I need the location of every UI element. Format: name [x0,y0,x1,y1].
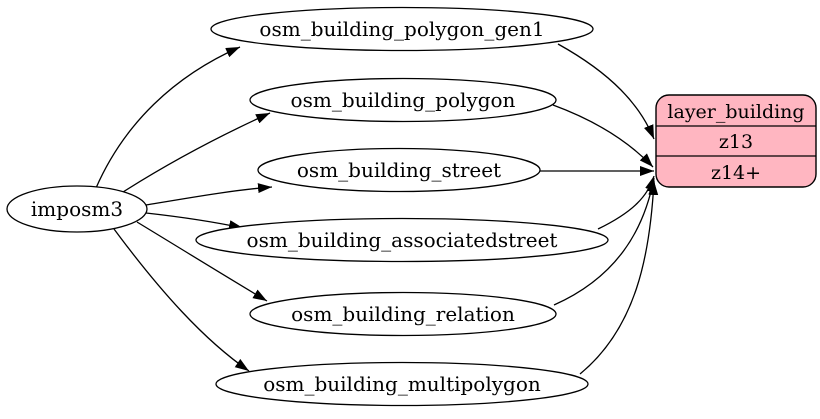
node-layer_building: layer_building z13 z14+ [655,94,817,188]
edge-imposm3-osm_building_polygon [122,112,271,193]
osm_building_polygon-label: osm_building_polygon [291,88,516,112]
edge-imposm3-osm_building_street [145,183,273,206]
layer_building-title: layer_building [667,101,804,123]
osm_building_polygon_gen1-ellipse [210,6,594,52]
imposm3-ellipse [6,185,148,233]
imposm3-label: imposm3 [31,197,123,221]
edge-osm_building_polygon-z14 [552,104,654,168]
edge-osm_building_polygon_gen1-z13 [557,43,655,140]
osm_building_associatedstreet-label: osm_building_associatedstreet [247,228,558,252]
osm_building_multipolygon-ellipse [215,361,589,407]
edge-osm_building_relation-z14 [553,177,657,306]
node-osm_building_polygon_gen1: osm_building_polygon_gen1 [210,6,594,52]
osm_building_associatedstreet-ellipse [195,217,609,263]
osm_building_multipolygon-label: osm_building_multipolygon [263,372,541,396]
osm_building_relation-label: osm_building_relation [291,302,515,326]
edge-osm_building_multipolygon-z14 [579,180,659,375]
edges-source-to-tables [95,46,273,372]
osm_building_street-label: osm_building_street [297,158,501,182]
edges-tables-to-layer [540,43,659,375]
node-osm_building_polygon: osm_building_polygon [249,77,557,123]
node-osm_building_street: osm_building_street [257,147,541,193]
node-imposm3: imposm3 [6,185,148,233]
edge-imposm3-osm_building_relation [136,221,268,302]
node-osm_building_associatedstreet: osm_building_associatedstreet [195,217,609,263]
edge-osm_building_associatedstreet-z14 [597,175,655,230]
layer_building-row-z14: z14+ [711,162,761,184]
edge-imposm3-osm_building_associatedstreet [145,212,244,230]
node-osm_building_relation: osm_building_relation [249,291,557,337]
osm_building_relation-ellipse [249,291,557,337]
node-osm_building_multipolygon: osm_building_multipolygon [215,361,589,407]
osm_building_polygon_gen1-label: osm_building_polygon_gen1 [259,17,544,41]
edge-imposm3-osm_building_polygon_gen1 [95,46,241,189]
osm_building_street-ellipse [257,147,541,193]
layer_building-rect [655,94,817,188]
edge-imposm3-osm_building_multipolygon [113,228,250,372]
osm_building_polygon-ellipse [249,77,557,123]
layer_building-row-z13: z13 [719,131,753,153]
